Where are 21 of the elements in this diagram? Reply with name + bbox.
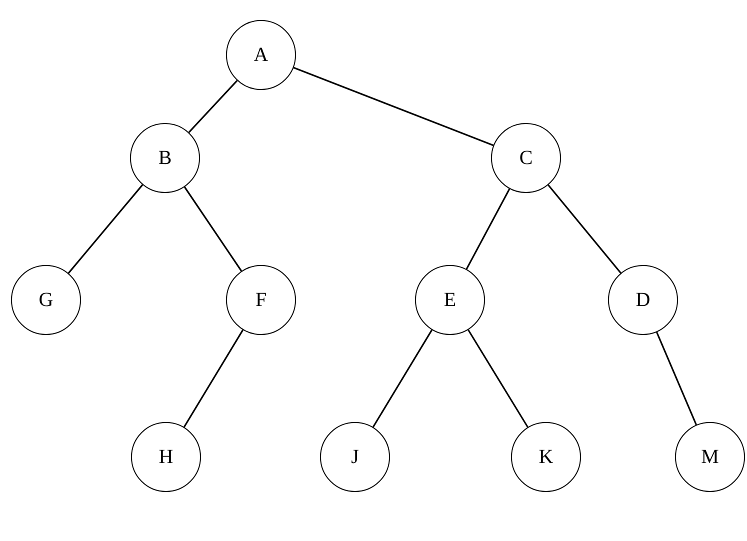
node-label: E — [444, 288, 456, 312]
tree-edge-line — [68, 184, 144, 274]
node-label: J — [351, 446, 359, 468]
node-label: K — [538, 446, 554, 468]
node-label: F — [255, 288, 267, 312]
node-label: M — [701, 446, 719, 468]
node-label: C — [519, 146, 533, 170]
tree-edge-line — [183, 330, 244, 428]
tree-edge-line — [468, 329, 528, 428]
node-label: A — [254, 44, 268, 66]
tree-edge-line — [188, 80, 238, 133]
node-label: H — [158, 446, 174, 468]
node-label: B — [158, 146, 172, 170]
tree-edge-line — [548, 184, 622, 274]
tree-edge-line — [184, 186, 242, 272]
node-label: G — [38, 288, 54, 312]
node-label: D — [636, 288, 650, 312]
tree-edge-line — [466, 188, 510, 270]
tree-edge-line — [293, 66, 494, 146]
tree-edge-line — [656, 332, 697, 426]
tree-edge-line — [372, 330, 433, 428]
